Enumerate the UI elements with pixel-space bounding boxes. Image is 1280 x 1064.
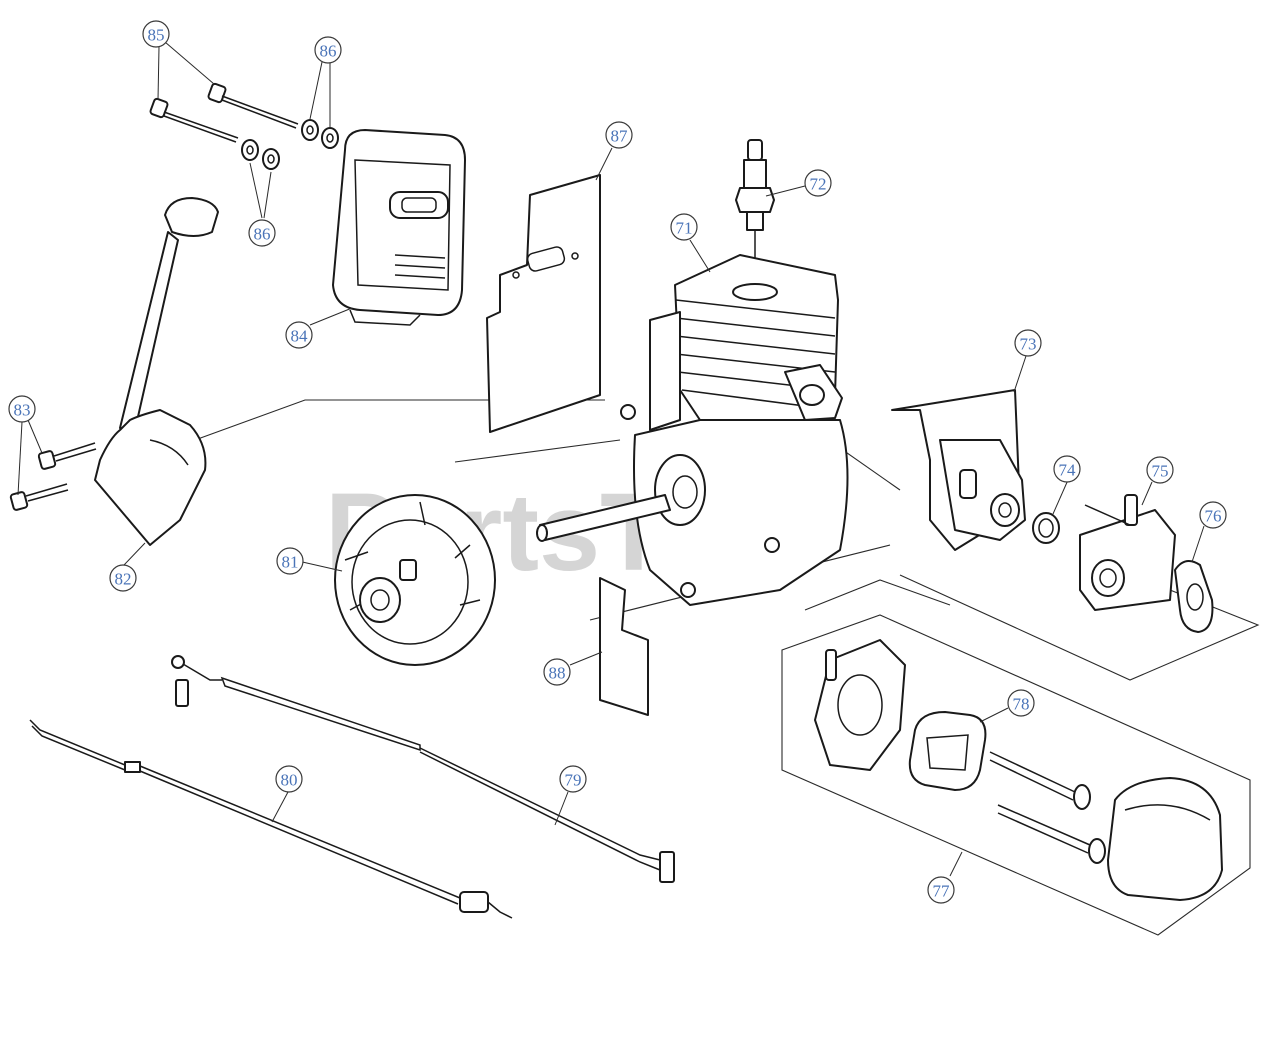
callout-88[interactable]: 88 [543, 658, 571, 686]
callout-81[interactable]: 81 [276, 547, 304, 575]
callout-79[interactable]: 79 [559, 765, 587, 793]
o-ring [1032, 512, 1060, 544]
callout-85-label: 85 [148, 26, 165, 45]
callout-78[interactable]: 78 [1007, 689, 1035, 717]
callout-84[interactable]: 84 [285, 321, 313, 349]
callout-79-label: 79 [565, 771, 582, 790]
throttle-cable [29, 719, 513, 919]
ignition-screws [9, 442, 97, 511]
crankcase-gasket [599, 577, 649, 716]
callout-75-label: 75 [1152, 462, 1169, 481]
callout-87[interactable]: 87 [605, 121, 633, 149]
callout-83-label: 83 [14, 401, 31, 420]
washers [241, 119, 339, 170]
carburetor-shield [891, 389, 1026, 551]
callout-81-label: 81 [282, 553, 299, 572]
callout-86-bottom-label: 86 [254, 225, 271, 244]
spark-plug [735, 139, 775, 280]
air-filter-group-box [781, 579, 1251, 936]
callout-87-label: 87 [611, 127, 629, 146]
callout-78-label: 78 [1013, 695, 1030, 714]
callout-82-label: 82 [115, 570, 132, 589]
callout-76[interactable]: 76 [1199, 501, 1227, 529]
callout-84-label: 84 [291, 327, 309, 346]
callout-77[interactable]: 77 [927, 876, 955, 904]
callout-71-label: 71 [676, 219, 693, 238]
callout-86-bottom[interactable]: 86 [248, 219, 276, 247]
callout-74-label: 74 [1059, 461, 1077, 480]
callout-85[interactable]: 85 [142, 20, 170, 48]
callout-86-top[interactable]: 86 [314, 36, 342, 64]
callout-80-label: 80 [281, 771, 298, 790]
callout-75[interactable]: 75 [1146, 456, 1174, 484]
exhaust-bolts [149, 82, 299, 143]
callout-74[interactable]: 74 [1053, 455, 1081, 483]
callout-82[interactable]: 82 [109, 564, 137, 592]
muffler-gasket [486, 174, 601, 433]
callout-73[interactable]: 73 [1014, 329, 1042, 357]
air-filter-element [908, 711, 987, 791]
ignition-module [94, 197, 219, 546]
muffler [332, 129, 466, 326]
callout-73-label: 73 [1020, 335, 1037, 354]
air-filter-bolts [989, 751, 1106, 864]
callout-72-label: 72 [810, 175, 827, 194]
leader-lines [17, 41, 1205, 877]
callout-71[interactable]: 71 [670, 213, 698, 241]
flywheel [334, 494, 496, 666]
callout-83[interactable]: 83 [8, 395, 36, 423]
callout-88-label: 88 [549, 664, 566, 683]
callout-77-label: 77 [933, 882, 951, 901]
carburetor-gasket [1174, 560, 1214, 633]
callout-72[interactable]: 72 [804, 169, 832, 197]
callout-76-label: 76 [1205, 507, 1222, 526]
carburetor [1079, 494, 1176, 611]
callout-80[interactable]: 80 [275, 765, 303, 793]
air-filter-cover [1107, 777, 1223, 901]
stop-wire [171, 655, 675, 883]
callout-86-top-label: 86 [320, 42, 337, 61]
air-filter-base [814, 639, 906, 771]
cylinder-crankcase [536, 254, 849, 606]
